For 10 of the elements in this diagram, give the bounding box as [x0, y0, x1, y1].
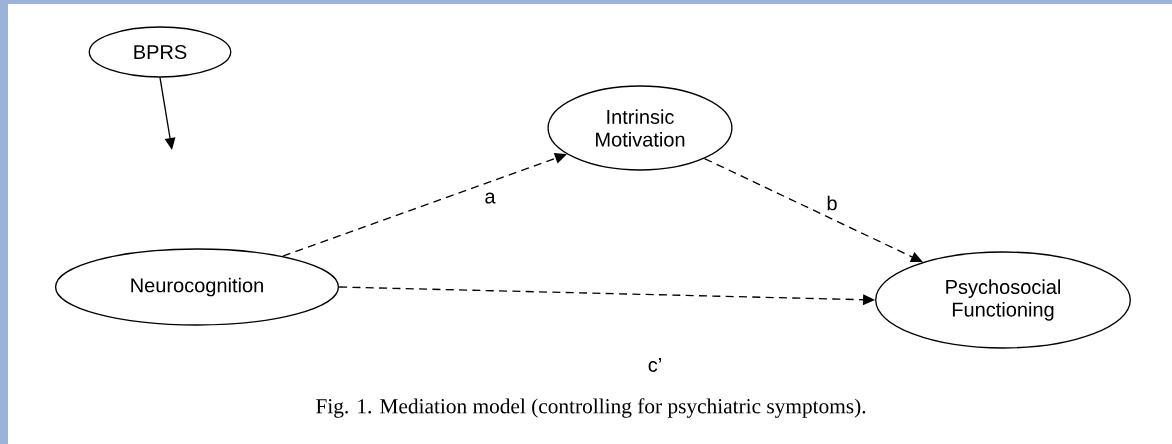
edge-label: a: [483, 191, 497, 205]
ellipse-node: Psychosocial Functioning: [875, 251, 1131, 349]
figure-caption: Fig. 1. Mediation model (controlling for psychiatric symptoms).: [316, 398, 866, 418]
ellipse-node: Neurocognition: [54, 248, 340, 326]
ellipse-node: BPRS: [88, 26, 232, 78]
arrow: [159, 77, 176, 150]
edge-label: b: [825, 194, 839, 212]
arrow: [282, 153, 567, 257]
edge-label: c’: [646, 356, 664, 374]
ellipse-node: Intrinsic Motivation: [547, 85, 733, 171]
